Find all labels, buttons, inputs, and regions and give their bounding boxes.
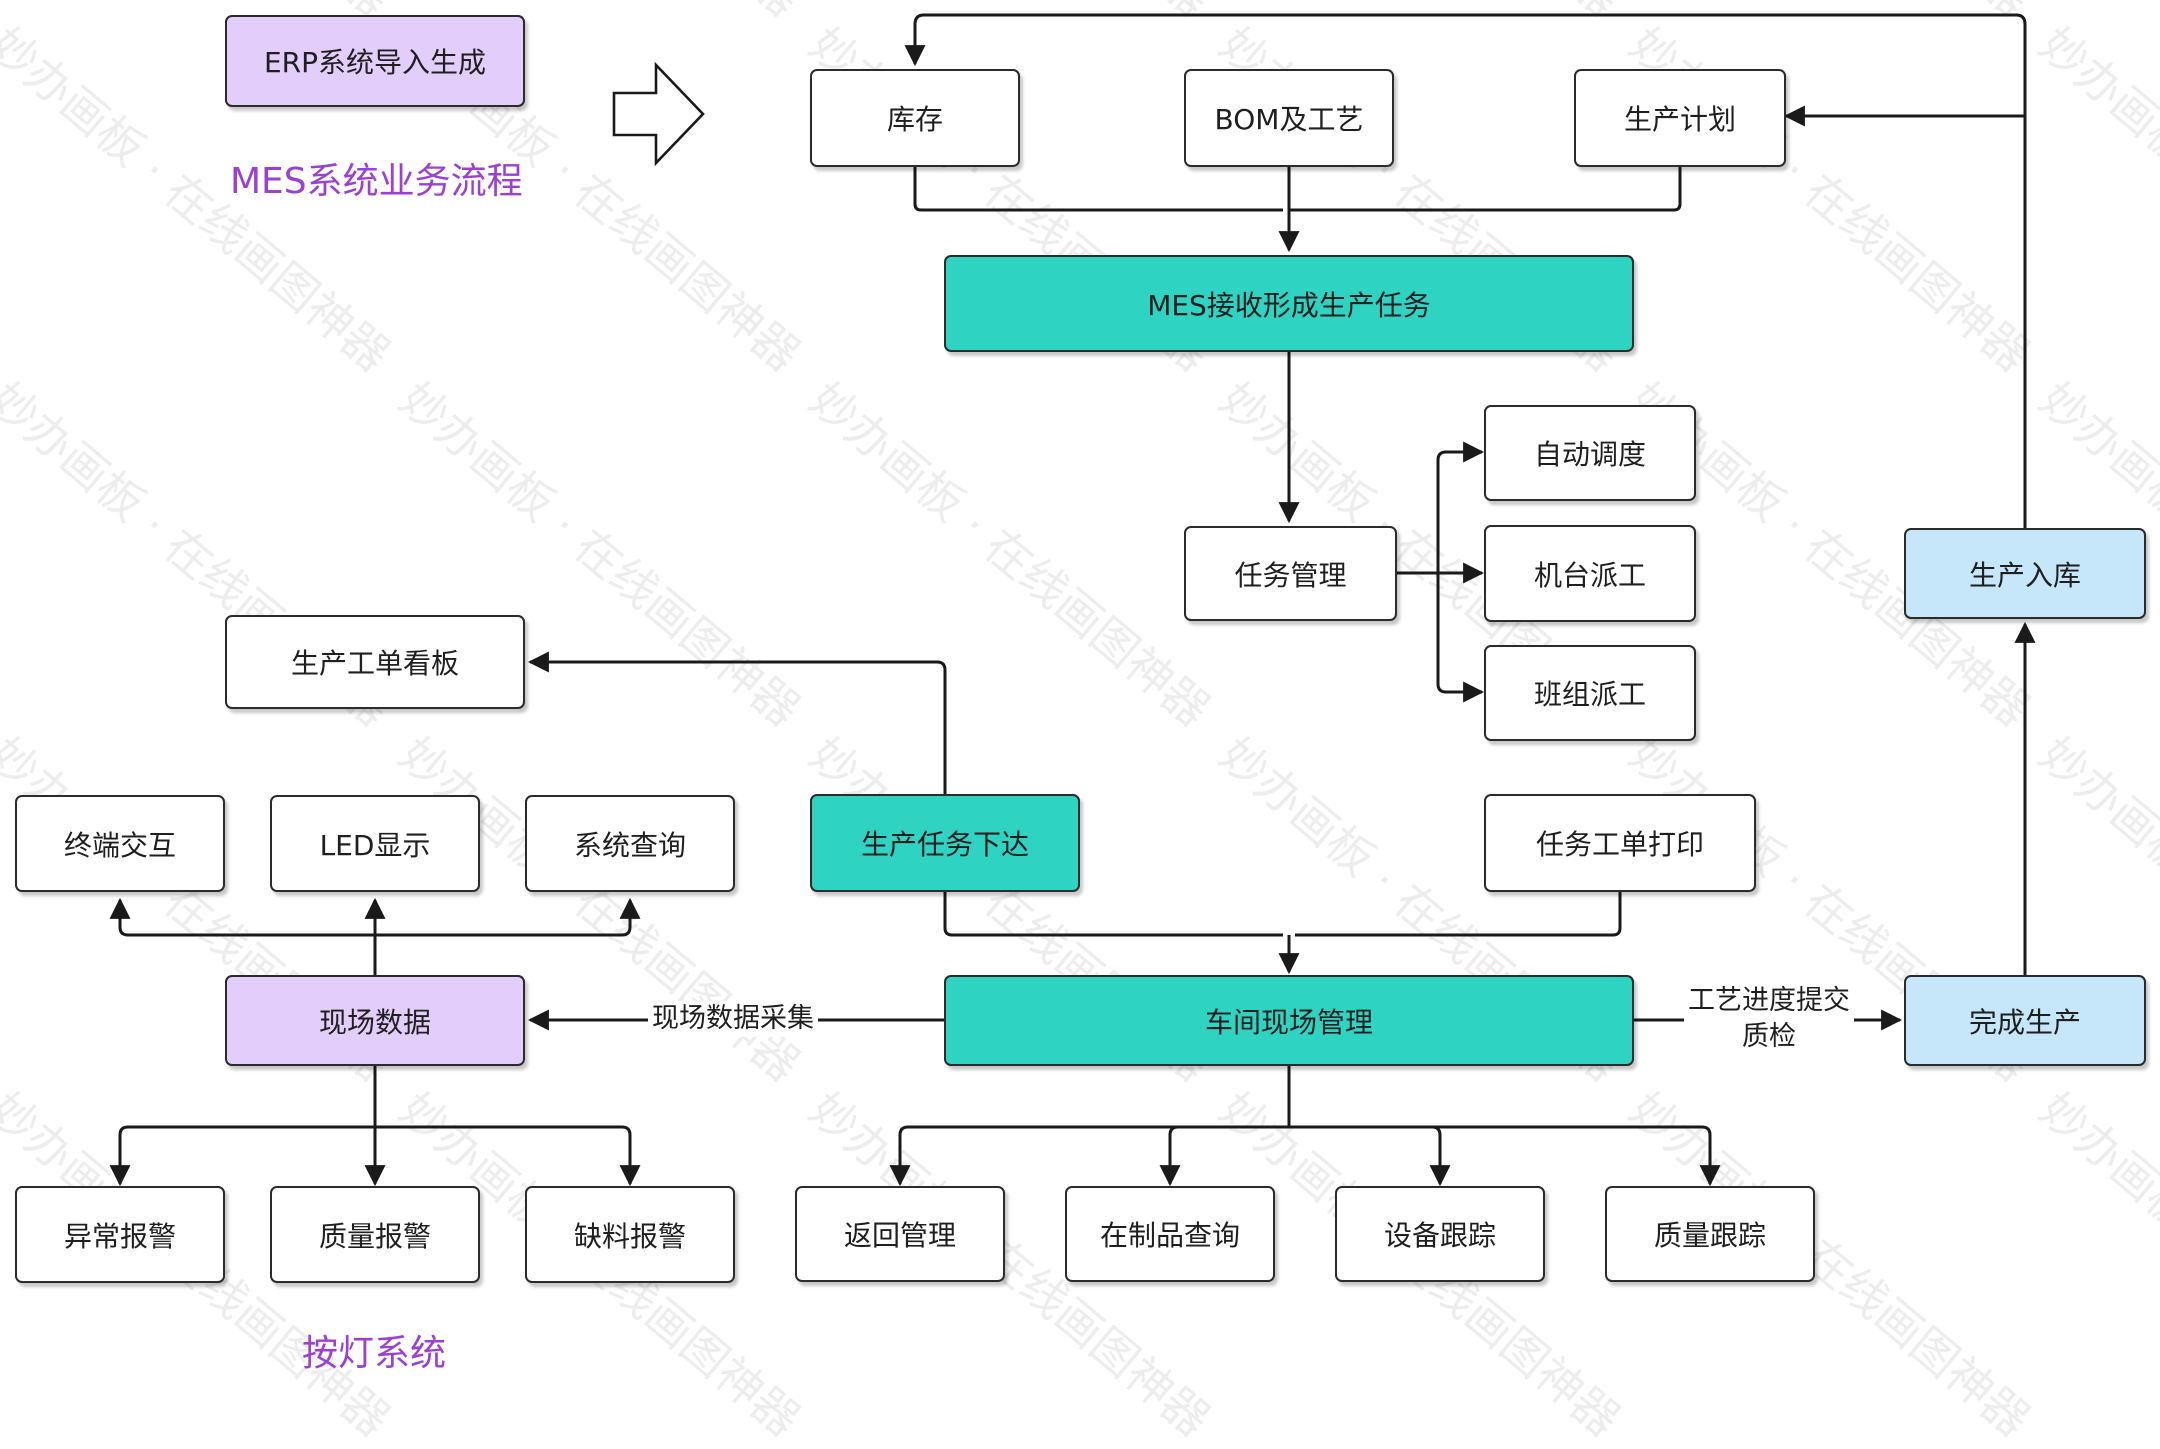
edge-label-process-line2: 质检 [1742,1021,1796,1052]
node-erp[interactable]: ERP系统导入生成 [225,15,525,107]
edge-to-quality-track [1289,1125,1721,1187]
node-equipment-track[interactable]: 设备跟踪 [1335,1186,1545,1282]
node-machine-dispatch[interactable]: 机台派工 [1484,525,1696,622]
node-board[interactable]: 生产工单看板 [225,615,525,709]
edge-taskissue-to-board [527,651,947,794]
edge-to-equipment-track [1289,1125,1451,1187]
edge-warehouse-to-inventory [904,13,2027,528]
node-workshop[interactable]: 车间现场管理 [944,975,1634,1066]
edge-to-team-dispatch [1436,573,1485,703]
edge-label-field-collect: 现场数据采集 [648,1001,818,1037]
node-team-dispatch[interactable]: 班组派工 [1484,645,1696,741]
node-wip-query[interactable]: 在制品查询 [1065,1186,1275,1282]
heading-andon: 按灯系统 [302,1333,447,1374]
edge-to-sysquery [375,897,641,937]
node-sys-query[interactable]: 系统查询 [525,795,735,892]
node-mes-task[interactable]: MES接收形成生产任务 [944,255,1634,352]
node-field-data[interactable]: 现场数据 [225,975,525,1066]
edge-label-process-submit: 工艺进度提交 质检 [1684,983,1854,1055]
edge-orderprint-to-workshop [1295,892,1622,937]
node-complete[interactable]: 完成生产 [1904,975,2146,1066]
edge-to-material-alarm [375,1125,641,1187]
heading-mes-flow: MES系统业务流程 [230,161,523,202]
node-auto-dispatch[interactable]: 自动调度 [1484,405,1696,501]
node-inventory[interactable]: 库存 [810,69,1020,167]
node-bom[interactable]: BOM及工艺 [1184,69,1394,167]
edge-inventory-to-mes [913,167,1283,212]
node-plan[interactable]: 生产计划 [1574,69,1786,167]
node-order-print[interactable]: 任务工单打印 [1484,794,1756,892]
edge-to-auto-dispatch [1436,441,1485,573]
node-quality-alarm[interactable]: 质量报警 [270,1186,480,1283]
edge-to-wip-query [1159,1125,1289,1187]
node-led[interactable]: LED显示 [270,795,480,892]
edge-to-abnormal-alarm [109,1125,375,1187]
node-task-issue[interactable]: 生产任务下达 [810,794,1080,892]
node-return-mgmt[interactable]: 返回管理 [795,1186,1005,1282]
node-abnormal-alarm[interactable]: 异常报警 [15,1186,225,1283]
edge-to-return-mgmt [889,1125,1289,1187]
node-material-alarm[interactable]: 缺料报警 [525,1186,735,1283]
big-hollow-arrow [612,61,705,167]
edge-to-terminal [109,897,375,937]
edge-plan-to-mes [1289,167,1682,212]
node-quality-track[interactable]: 质量跟踪 [1605,1186,1815,1282]
node-terminal[interactable]: 终端交互 [15,795,225,892]
node-warehouse-in[interactable]: 生产入库 [1904,528,2146,619]
edge-label-process-line1: 工艺进度提交 [1688,985,1850,1016]
edge-taskissue-to-workshop [943,892,1283,937]
node-task-mgmt[interactable]: 任务管理 [1184,526,1397,621]
